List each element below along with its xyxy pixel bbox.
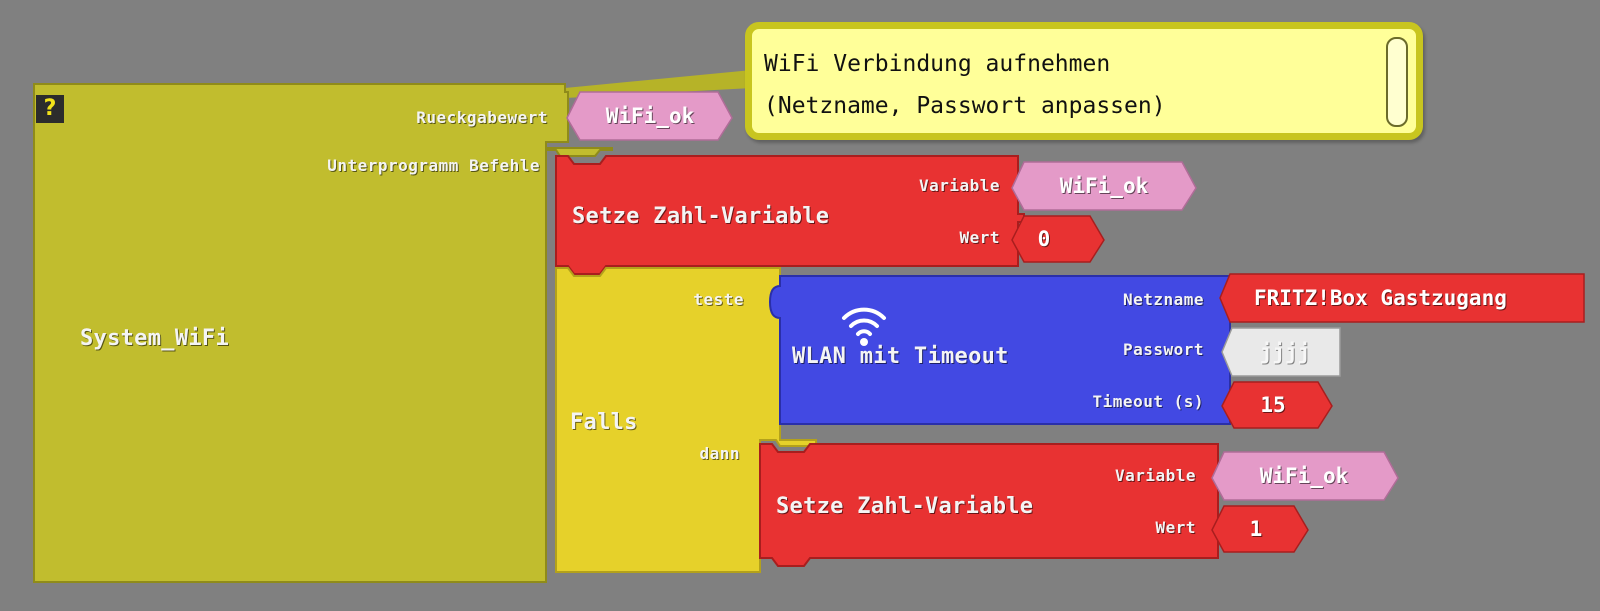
variable-label-1: Variable (918, 176, 1000, 195)
if-title: Falls (570, 410, 638, 435)
help-icon[interactable]: ? (36, 95, 64, 123)
comment-scrollbar[interactable] (1386, 37, 1408, 127)
value-label-2: Wert (1155, 518, 1196, 537)
timeout-value[interactable]: 15 (1260, 393, 1286, 417)
value-hex-2-shape (1211, 505, 1309, 553)
then-label: dann (699, 444, 740, 463)
timeout-label: Timeout (s) (1092, 392, 1204, 411)
function-name[interactable]: System_WiFi (80, 326, 229, 351)
value-2[interactable]: 1 (1249, 517, 1263, 541)
netname-field[interactable]: FRITZ!Box Gastzugang (1254, 286, 1507, 310)
set-variable-1-title: Setze Zahl-Variable (572, 204, 830, 229)
value-hex-1-shape (1011, 215, 1105, 263)
netname-field-shape (1219, 273, 1585, 323)
variable-pill-2-shape (1211, 451, 1399, 501)
variable-label-2: Variable (1114, 466, 1196, 485)
variable-pill-1-shape (1011, 161, 1197, 211)
variable-pill-2[interactable]: WiFi_ok (1259, 464, 1349, 488)
comment-line-2: (Netzname, Passwort anpassen) (764, 93, 1166, 119)
set-variable-2-title: Setze Zahl-Variable (776, 494, 1034, 519)
value-1[interactable]: 0 (1037, 227, 1051, 251)
comment-link (565, 70, 752, 98)
comment-bubble[interactable]: WiFi Verbindung aufnehmen (Netzname, Pas… (745, 22, 1423, 140)
wlan-block-shape (768, 275, 1231, 425)
password-field-shape (1221, 327, 1341, 377)
test-label: teste (693, 290, 744, 309)
return-value-pill[interactable] (566, 91, 733, 141)
return-value-text[interactable]: WiFi_ok (605, 104, 695, 128)
set-variable-block-2-shape (759, 443, 1219, 567)
value-label-1: Wert (959, 228, 1000, 247)
wifi-icon (842, 307, 886, 346)
timeout-hex-shape (1221, 381, 1333, 429)
return-label: Rueckgabewert (416, 108, 548, 127)
commands-label: Unterprogramm Befehle (327, 156, 540, 175)
netname-label: Netzname (1122, 290, 1204, 309)
comment-text[interactable]: WiFi Verbindung aufnehmen (Netzname, Pas… (764, 43, 1376, 127)
password-label: Passwort (1122, 340, 1204, 359)
comment-line-1: WiFi Verbindung aufnehmen (764, 51, 1111, 77)
variable-pill-1[interactable]: WiFi_ok (1059, 174, 1149, 198)
password-field[interactable]: jjjj (1259, 340, 1311, 364)
wlan-title: WLAN mit Timeout (792, 344, 1009, 369)
